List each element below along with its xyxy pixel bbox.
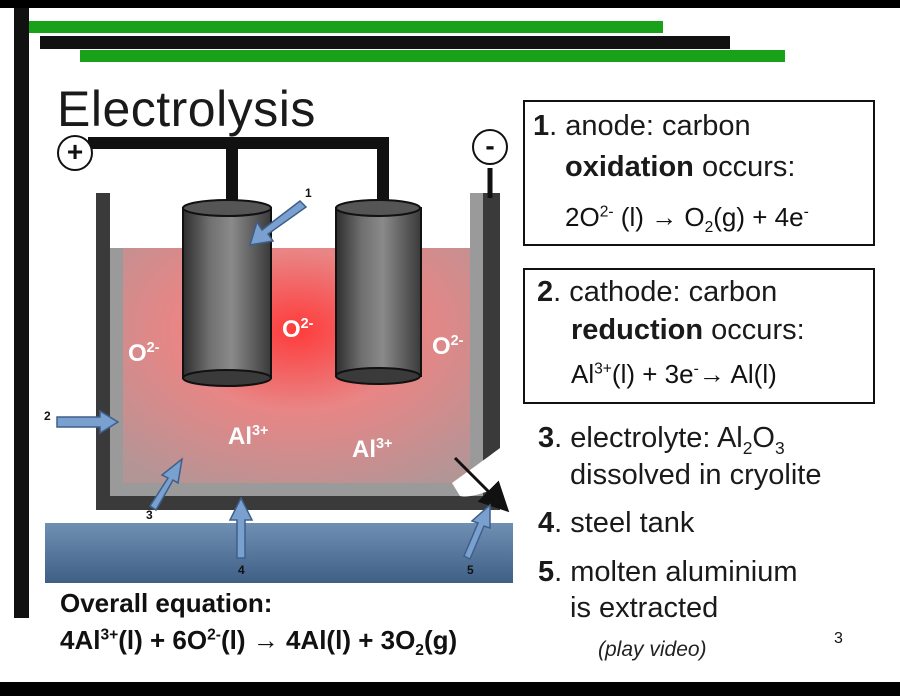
left-vertical-bar xyxy=(14,8,29,618)
aluminium-item: 5. molten aluminium xyxy=(538,556,798,588)
cathode-heading: 2. cathode: carbon xyxy=(537,276,778,308)
diagram-number-1: 1 xyxy=(305,186,312,200)
diagram-number-3: 3 xyxy=(146,508,153,522)
slide: Electrolysis xyxy=(0,8,900,682)
output-arrow xyxy=(453,456,510,513)
pointer-arrow-1 xyxy=(248,200,308,246)
header-bar-green-top xyxy=(18,21,663,33)
aluminium-item-line2: is extracted xyxy=(570,592,719,624)
electrode-left xyxy=(182,199,272,387)
anode-equation: 2O2- (l) → O2(g) + 4e- xyxy=(565,202,809,237)
electrolyte-item: 3. electrolyte: Al2O3 xyxy=(538,422,785,458)
pointer-arrow-2 xyxy=(56,409,120,435)
ion-label: Al3+ xyxy=(352,436,393,463)
anode-box xyxy=(523,100,875,246)
diagram-number-5: 5 xyxy=(467,563,474,577)
ion-label: O2- xyxy=(282,316,314,343)
overall-equation: 4Al3+(l) + 6O2-(l) → 4Al(l) + 3O2(g) xyxy=(60,625,458,660)
diagram-number-4: 4 xyxy=(238,563,245,577)
diagram-number-2: 2 xyxy=(44,409,51,423)
positive-terminal-icon: + xyxy=(57,135,93,171)
ion-label: O2- xyxy=(128,340,160,367)
electrode-right xyxy=(335,199,422,385)
cathode-box xyxy=(523,268,875,404)
header-bar-black xyxy=(40,36,730,49)
slide-title: Electrolysis xyxy=(57,81,316,137)
floor xyxy=(45,523,513,583)
anode-heading: 1. anode: carbon xyxy=(533,110,751,142)
cathode-equation: Al3+(l) + 3e-→ Al(l) xyxy=(571,359,777,389)
steel-tank-item: 4. steel tank xyxy=(538,507,695,539)
overall-equation-label: Overall equation: xyxy=(60,588,273,618)
electrolysis-cell-diagram xyxy=(45,137,513,583)
header-bar-green-bottom xyxy=(80,50,785,62)
negative-terminal-icon: - xyxy=(472,129,508,165)
ion-label: O2- xyxy=(432,333,464,360)
electrolyte-item-line2: dissolved in cryolite xyxy=(570,459,822,491)
cathode-process: reduction occurs: xyxy=(571,314,805,346)
pointer-arrow-4 xyxy=(228,496,254,559)
play-video-link[interactable]: (play video) xyxy=(598,638,707,661)
pointer-arrow-3 xyxy=(148,457,184,512)
page-number: 3 xyxy=(834,630,843,647)
pointer-arrow-5 xyxy=(463,503,491,561)
ion-label: Al3+ xyxy=(228,423,269,450)
anode-wire xyxy=(88,137,389,208)
anode-process: oxidation occurs: xyxy=(565,151,796,183)
